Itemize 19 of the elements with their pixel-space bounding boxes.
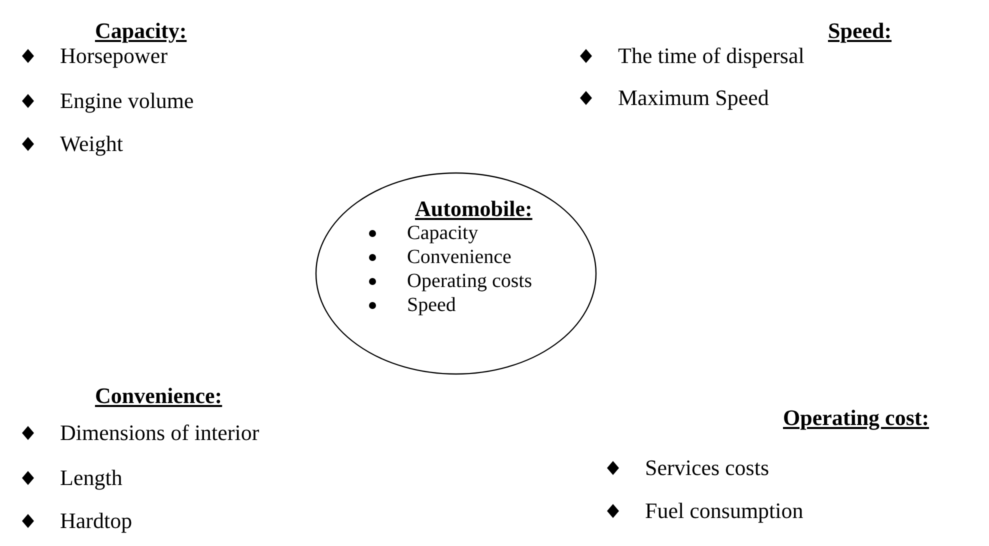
- section-heading: Speed:: [828, 18, 892, 44]
- section-heading: Convenience:: [95, 383, 222, 409]
- list-item: Capacity: [407, 222, 478, 244]
- list-item: Maximum Speed: [618, 85, 769, 111]
- list-item: Horsepower: [60, 43, 168, 69]
- list-item: Speed: [407, 294, 456, 316]
- list-item: Convenience: [407, 246, 512, 268]
- list-item: Fuel consumption: [645, 498, 804, 524]
- list-item: Services costs: [645, 455, 770, 481]
- section-heading: Capacity:: [95, 18, 187, 44]
- list-item: The time of dispersal: [618, 43, 804, 69]
- list-item: Hardtop: [60, 508, 132, 534]
- section-heading: Operating cost:: [783, 405, 930, 431]
- list-item: Length: [60, 465, 122, 491]
- list-item: Weight: [60, 131, 123, 157]
- list-item: Operating costs: [407, 270, 532, 292]
- list-item: Engine volume: [60, 88, 194, 114]
- ellipse-heading: Automobile:: [415, 196, 532, 222]
- list-item: Dimensions of interior: [60, 420, 260, 446]
